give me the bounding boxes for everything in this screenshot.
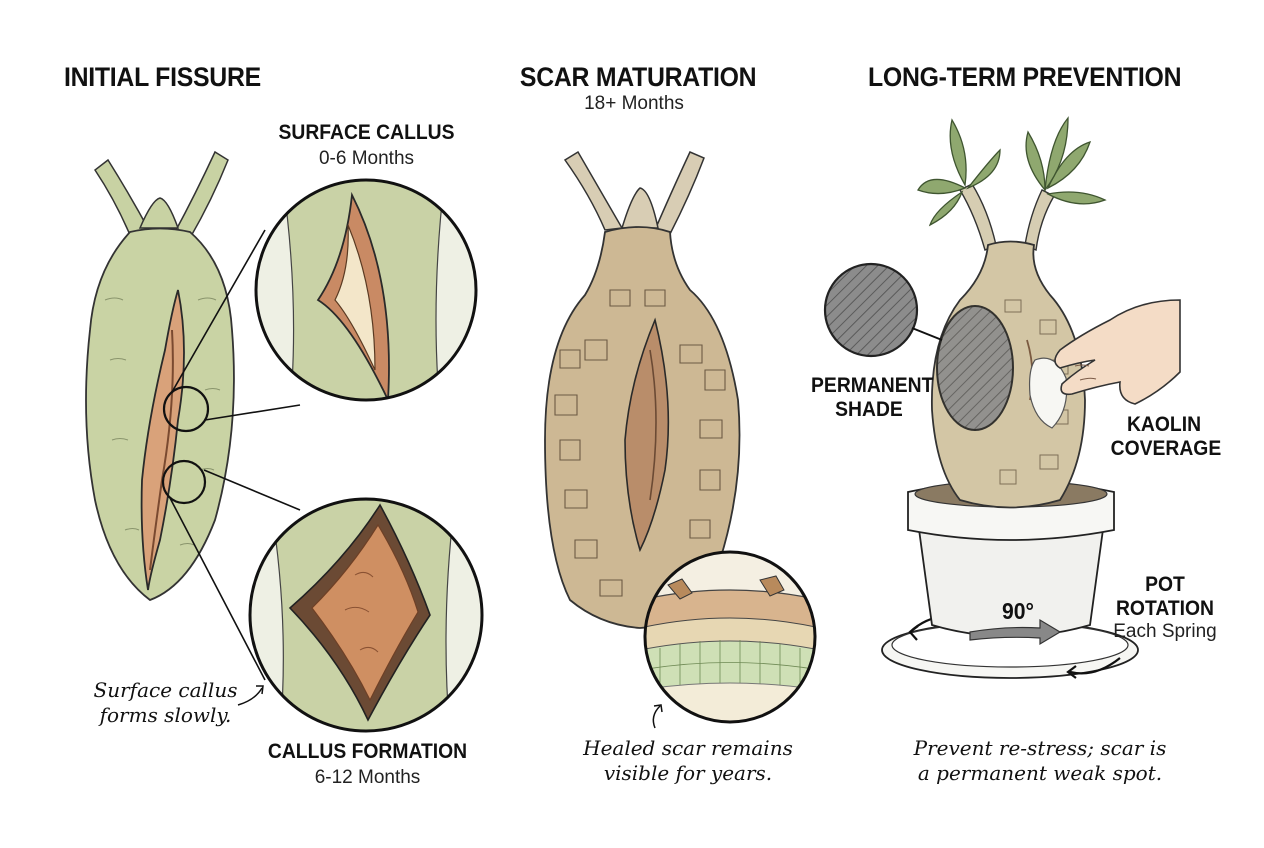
permanent-shade-line-2: SHADE [835, 398, 903, 421]
permanent-shade-label: PERMANENT SHADE [811, 374, 934, 422]
panel-2-subtitle: 18+ Months [584, 93, 684, 114]
pot-rotation-line-1: POT [1145, 573, 1185, 596]
surface-callus-closeup [254, 178, 478, 402]
panel-1-note: Surface callus forms slowly. [78, 678, 253, 728]
panel-2-title: SCAR MATURATION [519, 62, 757, 92]
fissured-caudex [85, 150, 235, 602]
panel-2-note-line-1: Healed scar remains [583, 736, 793, 760]
surface-callus-title: SURFACE CALLUS [278, 121, 455, 144]
panel-3-note-line-2: a permanent weak spot. [917, 761, 1163, 785]
callus-formation-title: CALLUS FORMATION [267, 740, 468, 763]
scarred-caudex [544, 150, 741, 629]
panel-2-note: Healed scar remains visible for years. [572, 736, 804, 786]
pot-rotation-schedule: Each Spring [1113, 621, 1217, 642]
pot-saucer [881, 621, 1139, 679]
kaolin-coverage-label: KAOLIN COVERAGE [1110, 413, 1222, 461]
callus-formation-closeup [248, 497, 484, 733]
panel-3-note: Prevent re-stress; scar is a permanent w… [900, 736, 1180, 786]
panel-3-note-line-1: Prevent re-stress; scar is [913, 736, 1167, 760]
surface-callus-duration: 0-6 Months [318, 148, 415, 169]
scar-cross-section-closeup [643, 550, 817, 724]
zoom-marker-lower [161, 459, 207, 505]
panel-3-title: LONG-TERM PREVENTION [868, 62, 1182, 92]
pot-rotate-arrow-icon [969, 618, 1062, 646]
note-arrow-2 [652, 705, 661, 729]
pot-rotation-line-2: ROTATION [1115, 597, 1215, 620]
kaolin-coverage-line-1: KAOLIN [1126, 413, 1202, 436]
note-arrow-1 [237, 687, 263, 706]
permanent-shade-line-1: PERMANENT [811, 374, 934, 397]
panel-2-note-line-2: visible for years. [603, 761, 773, 785]
leaf-cluster [917, 116, 1107, 227]
zoom-connector-lines [169, 229, 301, 681]
pot-rotation-label: POT ROTATION [1114, 573, 1215, 621]
panel-1-title: INITIAL FISSURE [64, 62, 261, 92]
kaolin-coverage-line-2: COVERAGE [1110, 437, 1222, 460]
rotation-angle-label: 90° [1002, 598, 1034, 624]
permanent-shade-patch [823, 262, 1014, 431]
hand-icon [1054, 299, 1181, 405]
zoom-marker-upper [162, 385, 210, 433]
panel-1-note-line-1: Surface callus [93, 678, 238, 702]
panel-1-note-line-2: forms slowly. [99, 703, 232, 727]
callus-formation-duration: 6-12 Months [314, 767, 421, 788]
